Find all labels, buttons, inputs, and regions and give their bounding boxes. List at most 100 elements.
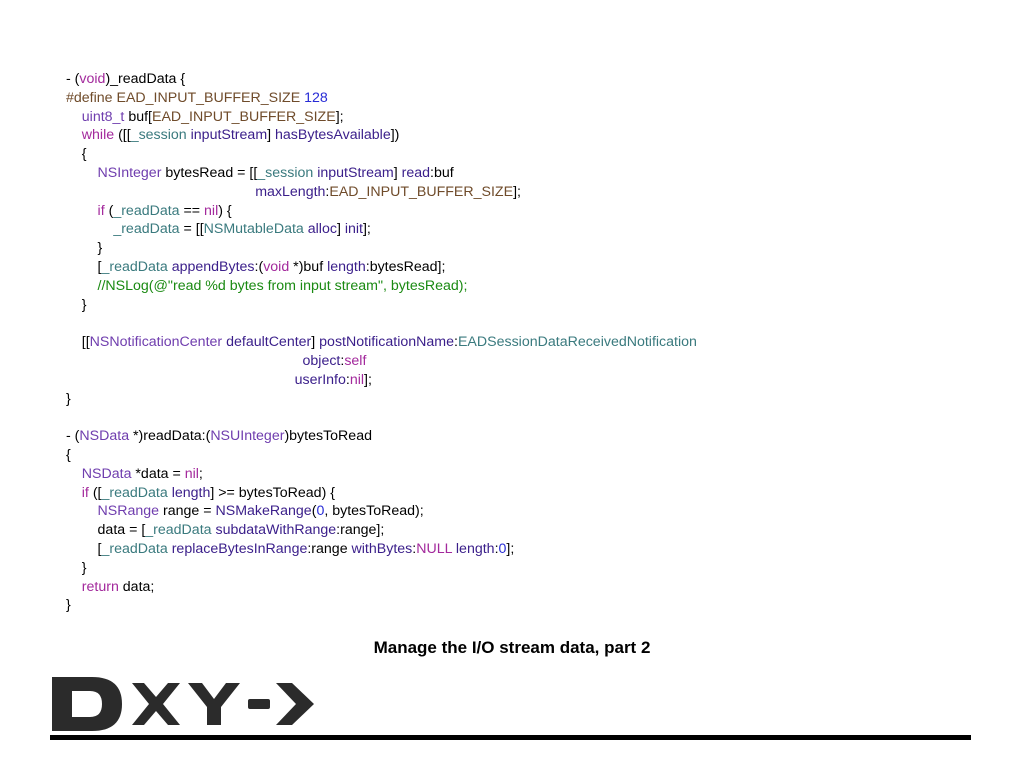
code-token: }	[66, 240, 103, 257]
code-token: ] >= bytesToRead) {	[210, 484, 335, 501]
code-line: }	[66, 559, 697, 578]
code-token: 0	[498, 540, 507, 557]
code-token: inputStream	[190, 127, 268, 144]
code-token: ([[	[114, 127, 131, 144]
code-token: _session	[130, 127, 187, 144]
code-token: NSMakeRange	[215, 503, 312, 520]
code-token	[66, 203, 98, 219]
code-token: #define EAD_INPUT_BUFFER_SIZE	[66, 89, 305, 106]
code-line: }	[66, 390, 697, 409]
code-token: EAD_INPUT_BUFFER_SIZE	[329, 183, 514, 200]
code-token: }	[66, 296, 87, 313]
code-line: object:self	[66, 352, 697, 371]
code-line: [_readData appendBytes:(void *)buf lengt…	[66, 258, 697, 277]
code-token: //NSLog(@"read %d bytes from input strea…	[97, 277, 468, 294]
code-line: {	[66, 145, 697, 164]
code-token	[66, 184, 255, 200]
code-token: NSInteger	[97, 164, 162, 181]
code-token: length	[327, 258, 366, 275]
code-token: NSNotificationCenter	[89, 334, 223, 351]
code-line	[66, 314, 697, 333]
code-token: - (	[66, 428, 80, 445]
code-token	[66, 503, 98, 519]
code-token: :	[340, 352, 345, 369]
code-token: ) {	[218, 202, 232, 219]
code-token: )_readData {	[105, 71, 186, 87]
code-token: :buf	[430, 164, 454, 181]
code-token: object	[302, 352, 341, 369]
code-token: :range	[307, 540, 352, 557]
code-token	[66, 485, 82, 501]
code-token: while	[81, 127, 115, 144]
code-token: range =	[159, 503, 216, 520]
code-token: NSUInteger	[210, 428, 285, 445]
code-token: ];	[362, 221, 371, 238]
code-token: ==	[179, 202, 205, 219]
code-token: _readData	[113, 221, 180, 238]
code-token: uint8_t	[81, 108, 125, 125]
code-line: while ([[_session inputStream] hasBytesA…	[66, 126, 697, 145]
code-line: }	[66, 596, 697, 615]
code-line: {	[66, 446, 697, 465]
dxy-logo-graphic	[52, 677, 314, 731]
code-token: self	[344, 352, 367, 369]
code-token: data = [	[66, 522, 146, 539]
code-token: NULL	[416, 540, 452, 557]
code-token: nil	[184, 465, 199, 482]
code-token	[66, 278, 98, 294]
code-token: void	[263, 258, 290, 275]
code-line: [_readData replaceBytesInRange:range wit…	[66, 540, 697, 559]
code-token: :range];	[336, 522, 385, 539]
code-token: 0	[316, 503, 325, 520]
code-line: NSData *data = nil;	[66, 465, 697, 484]
code-token: :	[325, 183, 330, 200]
code-token	[66, 127, 82, 143]
code-token: ]	[267, 127, 276, 144]
code-token: (	[311, 503, 317, 520]
code-token: }	[66, 559, 87, 576]
code-token: :	[494, 540, 499, 557]
code-token: ])	[390, 127, 400, 144]
code-token: 128	[304, 89, 328, 106]
code-line: //NSLog(@"read %d bytes from input strea…	[66, 277, 697, 296]
code-token: ];	[364, 371, 372, 388]
code-token: data;	[118, 578, 155, 595]
code-token: ([	[88, 484, 102, 501]
code-listing: - (void)_readData {#define EAD_INPUT_BUF…	[66, 70, 697, 615]
code-token: {	[66, 146, 87, 163]
code-token: :bytesRead];	[365, 258, 446, 275]
code-token: }	[66, 597, 71, 614]
code-token: *)readData:(	[129, 428, 211, 445]
code-token: ]	[336, 221, 345, 238]
code-line: [[NSNotificationCenter defaultCenter] po…	[66, 333, 697, 352]
code-token: hasBytesAvailable	[275, 127, 391, 144]
chevron-right-arrow-icon	[276, 683, 314, 725]
code-token	[66, 221, 113, 237]
code-token: NSData	[81, 465, 132, 482]
code-token: *data =	[131, 465, 185, 482]
code-token: ];	[335, 108, 344, 125]
code-token: return	[81, 578, 119, 595]
code-line: uint8_t buf[EAD_INPUT_BUFFER_SIZE];	[66, 108, 697, 127]
code-token: length	[455, 540, 495, 557]
code-line: - (NSData *)readData:(NSUInteger)bytesTo…	[66, 427, 697, 446]
code-token: (	[104, 202, 114, 219]
code-token	[66, 579, 82, 595]
code-token: NSMutableData	[203, 221, 304, 238]
slide-caption: Manage the I/O stream data, part 2	[373, 638, 651, 657]
code-line: _readData = [[NSMutableData alloc] init]…	[66, 220, 697, 239]
bottom-rule	[50, 735, 971, 740]
code-token: nil	[204, 202, 219, 219]
code-token: if	[81, 484, 89, 501]
code-token: [	[66, 540, 102, 557]
code-token: subdataWithRange	[215, 522, 337, 539]
code-token: _readData	[101, 484, 168, 501]
code-line: NSRange range = NSMakeRange(0, bytesToRe…	[66, 502, 697, 521]
code-token: ];	[506, 540, 515, 557]
code-token: void	[79, 71, 106, 87]
code-line: if ([_readData length] >= bytesToRead) {	[66, 484, 697, 503]
code-token: ;	[198, 465, 203, 482]
code-line: return data;	[66, 578, 697, 597]
code-token: nil	[349, 371, 365, 388]
code-token: EADSessionDataReceivedNotification	[457, 334, 697, 351]
